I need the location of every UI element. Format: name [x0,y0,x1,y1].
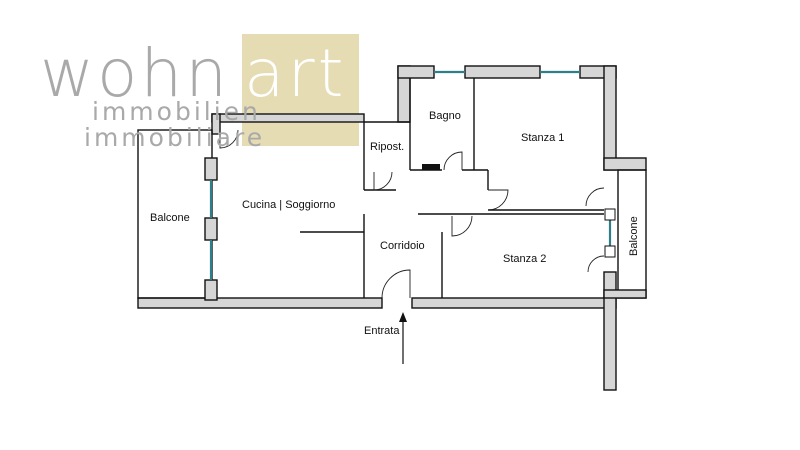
windows [209,70,616,280]
label-ripost: Ripost. [370,141,404,153]
logo-wohn: wohn [40,35,230,112]
doors [219,129,605,299]
label-balcone-left: Balcone [150,212,190,224]
interior-walls [300,78,604,298]
logo-line2: immobiliare [84,123,265,152]
label-stanza1: Stanza 1 [521,132,564,144]
label-corridoio: Corridoio [380,240,425,252]
label-stanza2: Stanza 2 [503,253,546,265]
logo-art: art [244,35,346,112]
entrance-arrow [399,312,407,364]
label-cucina: Cucina | Soggiorno [242,199,335,211]
logo-line1: immobilien [92,97,261,126]
label-bagno: Bagno [429,110,461,122]
label-entrata: Entrata [364,325,400,337]
label-balcone-right: Balcone [628,216,640,256]
logo-highlight-box [242,34,359,146]
